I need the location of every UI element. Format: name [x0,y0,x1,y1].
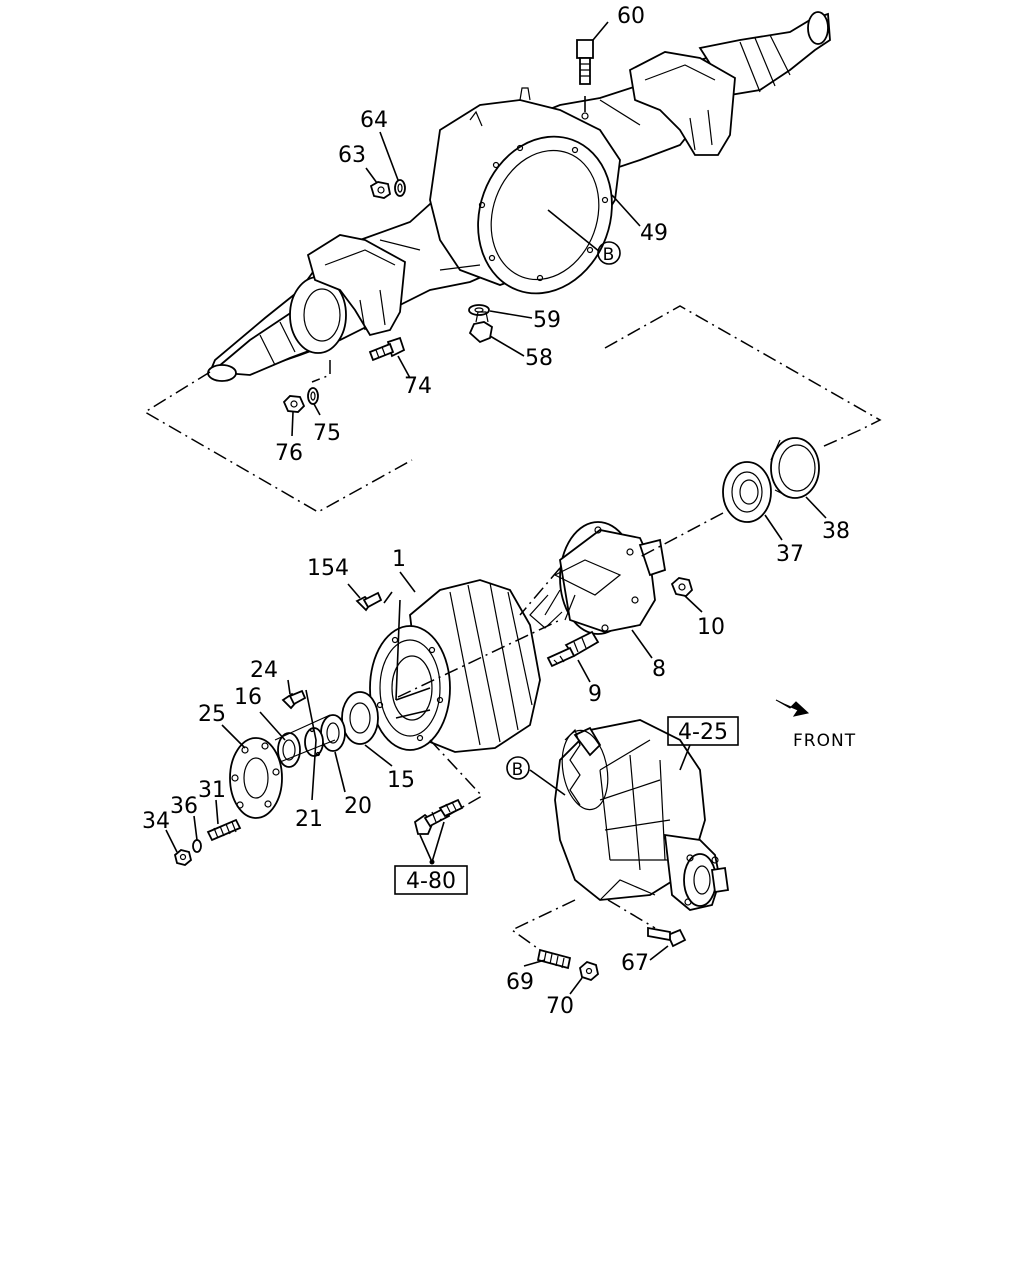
bolt-9 [546,630,600,668]
callout-67[interactable]: 67 [621,951,649,976]
leader-lines [165,21,827,995]
washer-36 [192,839,202,853]
bolt-24 [281,689,307,710]
callout-numbers: 60 64 63 49 59 58 74 75 76 38 37 154 1 1… [142,4,850,1019]
ring-gear-1 [369,579,541,753]
callout-25[interactable]: 25 [198,702,226,727]
washer-75 [307,387,319,405]
ref-box-4-25[interactable] [667,716,739,746]
washer-64 [394,179,406,197]
callout-10[interactable]: 10 [697,615,725,640]
axle-housing [207,11,831,382]
differential-case-8 [529,521,667,635]
bolts-ref-4-80 [413,798,464,835]
callout-70[interactable]: 70 [546,994,574,1019]
carrier-assembly [554,719,730,911]
ref-4-25[interactable]: 4-25 [678,720,728,745]
callout-76[interactable]: 76 [275,441,303,466]
callout-16[interactable]: 16 [234,685,262,710]
callout-63[interactable]: 63 [338,143,366,168]
marker-b-housing [597,241,621,265]
breather-60 [576,39,594,120]
seal-16 [277,732,301,768]
bearing-15 [341,691,379,745]
callout-B-housing: B [603,245,616,265]
callout-58[interactable]: 58 [525,346,553,371]
nut-70 [579,960,599,982]
spacer-20 [320,714,346,752]
nut-76 [282,395,306,413]
callout-15[interactable]: 15 [387,768,415,793]
nut-34 [173,849,193,866]
marker-b-carrier [506,756,530,780]
stud-31 [206,818,242,842]
stud-69 [536,948,572,970]
ref-box-4-80[interactable] [394,865,468,895]
callout-69[interactable]: 69 [506,970,534,995]
ref-4-80[interactable]: 4-80 [406,869,456,894]
callout-37[interactable]: 37 [776,542,804,567]
callout-1[interactable]: 1 [392,547,406,572]
callout-20[interactable]: 20 [344,794,372,819]
bearing-37 [722,461,772,523]
front-direction-arrow-icon [775,699,810,717]
callout-24[interactable]: 24 [250,658,278,683]
bolt-67 [647,926,687,948]
callout-74[interactable]: 74 [404,374,432,399]
callout-154[interactable]: 154 [307,556,349,581]
callout-B-carrier: B [512,760,525,780]
callout-21[interactable]: 21 [295,807,323,832]
front-label: FRONT [793,731,856,751]
nut-10 [670,577,694,597]
callout-59[interactable]: 59 [533,308,561,333]
callout-64[interactable]: 64 [360,108,388,133]
callout-8[interactable]: 8 [652,657,666,682]
bolt-74 [368,336,406,362]
nut-58 [468,311,493,344]
callout-34[interactable]: 34 [142,809,170,834]
callout-60[interactable]: 60 [617,4,645,29]
callout-49[interactable]: 49 [640,221,668,246]
callout-9[interactable]: 9 [588,682,602,707]
callout-31[interactable]: 31 [198,778,226,803]
nut-63 [369,181,392,199]
bolt-154 [355,591,383,612]
flange-25 [229,737,283,819]
callout-75[interactable]: 75 [313,421,341,446]
callout-36[interactable]: 36 [170,794,198,819]
bearing-cup-38 [770,437,820,499]
callout-38[interactable]: 38 [822,519,850,544]
